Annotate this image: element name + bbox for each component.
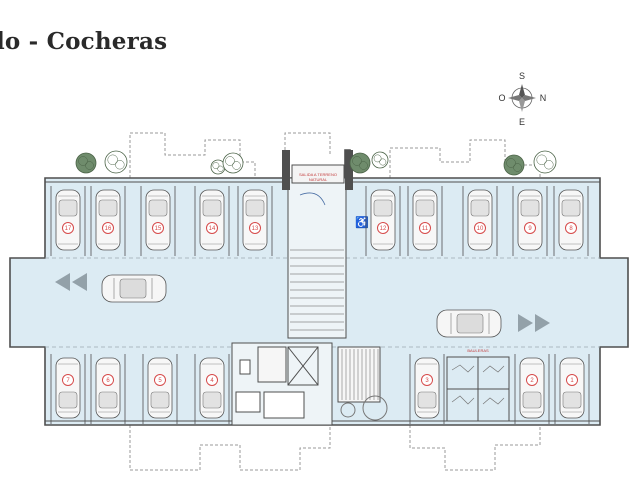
parking-space-6: 6 — [90, 354, 126, 424]
space-badge — [62, 374, 74, 386]
compass-e: E — [519, 117, 525, 127]
space-badge — [206, 222, 218, 234]
site-boundary — [129, 132, 541, 471]
space-badge — [249, 222, 261, 234]
space-number: 14 — [209, 226, 216, 232]
space-badge — [419, 222, 431, 234]
storage-label: BAULERAS — [467, 348, 489, 353]
parking-space-12: 12 — [365, 186, 401, 256]
parking-space-3: 3 — [409, 354, 445, 424]
space-badge — [62, 222, 74, 234]
tree-icon — [533, 150, 557, 174]
space-badge — [421, 374, 433, 386]
space-number: 6 — [106, 378, 110, 384]
storage-units: BAULERAS — [446, 348, 510, 422]
parking-space-13: 13 — [237, 186, 273, 256]
moving-car-right — [436, 309, 502, 338]
tree-icon — [349, 152, 371, 174]
space-number: 10 — [477, 226, 484, 232]
space-number: 7 — [66, 378, 70, 384]
compass-s: S — [519, 71, 525, 81]
space-number: 5 — [158, 378, 162, 384]
space-number: 4 — [210, 378, 214, 384]
tree-icon — [222, 152, 244, 174]
parking-row-top: 17 16 15 14 13 12 11 10 9 8 — [50, 186, 589, 256]
exit-label: SALIDA A TERRENO — [299, 172, 337, 177]
space-badge — [152, 222, 164, 234]
parking-space-11: 11 — [407, 186, 443, 256]
space-number: 13 — [252, 226, 259, 232]
arrow-left-icon — [55, 273, 87, 291]
space-number: 8 — [569, 226, 573, 232]
space-number: 16 — [105, 226, 112, 232]
space-badge — [377, 222, 389, 234]
parking-space-1: 1 — [554, 354, 590, 424]
space-badge — [206, 374, 218, 386]
ramp-core: SALIDA A TERRENO NATURAL ♿ — [282, 150, 369, 339]
parking-space-2: 2 — [514, 354, 550, 424]
arrow-right-icon — [518, 314, 550, 332]
compass-n: N — [540, 93, 547, 103]
parking-space-5: 5 — [142, 354, 178, 424]
space-number: 2 — [530, 378, 534, 384]
parking-space-8: 8 — [553, 186, 589, 256]
exit-label-2: NATURAL — [309, 177, 328, 182]
tree-icon — [210, 159, 226, 175]
parking-space-10: 10 — [462, 186, 498, 256]
space-badge — [474, 222, 486, 234]
space-badge — [102, 222, 114, 234]
space-badge — [524, 222, 536, 234]
service-core — [231, 342, 388, 426]
space-number: 3 — [425, 378, 429, 384]
parking-space-16: 16 — [90, 186, 126, 256]
trees — [75, 150, 557, 176]
parking-row-bottom: 7 6 5 4 3 2 1 — [50, 354, 590, 424]
parking-space-14: 14 — [194, 186, 230, 256]
space-number: 12 — [380, 226, 387, 232]
tree-icon — [104, 150, 128, 174]
moving-car-left — [101, 274, 167, 303]
parking-space-9: 9 — [512, 186, 548, 256]
parking-space-7: 7 — [50, 354, 86, 424]
space-number: 17 — [65, 226, 72, 232]
space-badge — [526, 374, 538, 386]
page-title: lo - Cocheras — [0, 28, 168, 55]
space-number: 15 — [155, 226, 162, 232]
parking-space-15: 15 — [140, 186, 176, 256]
parking-space-4: 4 — [194, 354, 230, 424]
space-number: 11 — [422, 226, 429, 232]
space-badge — [102, 374, 114, 386]
space-badge — [154, 374, 166, 386]
compass-rose-icon: S E O N — [498, 71, 546, 127]
tree-icon — [503, 154, 525, 176]
wheelchair-icon: ♿ — [355, 216, 369, 229]
space-number: 9 — [528, 226, 532, 232]
tree-icon — [371, 151, 389, 169]
space-number: 1 — [570, 378, 574, 384]
space-badge — [565, 222, 577, 234]
door-swing — [299, 192, 326, 206]
compass-o: O — [498, 93, 505, 103]
parking-space-17: 17 — [50, 186, 86, 256]
space-badge — [566, 374, 578, 386]
tree-icon — [75, 152, 97, 174]
